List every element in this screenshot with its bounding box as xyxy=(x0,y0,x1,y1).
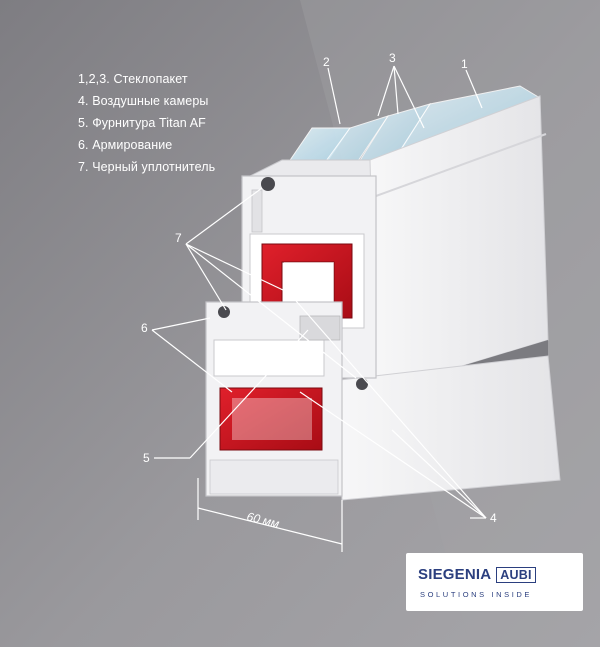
frame-seal-inner xyxy=(356,378,368,390)
callout-1: 1 xyxy=(461,57,468,71)
legend-item-hardware: 5. Фурнитура Titan AF xyxy=(78,116,206,130)
frame-inner-chamber xyxy=(232,398,312,440)
logo-tagline: SOLUTIONS INSIDE xyxy=(420,590,533,599)
frame-seal xyxy=(218,306,230,318)
leader-7a xyxy=(185,187,263,245)
sash-wall xyxy=(251,189,263,233)
leader-7b xyxy=(185,243,227,311)
frame-reinforcement xyxy=(219,387,323,451)
legend: 1,2,3. Стеклопакет 4. Воздушные камеры 5… xyxy=(78,68,215,178)
legend-item-reinforcement: 6. Армирование xyxy=(78,138,173,152)
sash-groove xyxy=(375,133,547,197)
legend-item-air-chambers: 4. Воздушные камеры xyxy=(78,94,209,108)
frame-chamber-top xyxy=(213,339,325,377)
callout-6: 6 xyxy=(141,321,148,335)
frame-section xyxy=(205,301,368,497)
legend-item-gasket: 7. Черный уплотнитель xyxy=(78,160,216,174)
leader-4a xyxy=(299,391,487,519)
leader-7d xyxy=(185,243,357,379)
leader-5 xyxy=(189,329,309,459)
callout-7: 7 xyxy=(175,231,182,245)
leader-3c xyxy=(393,65,425,129)
leader-4b xyxy=(391,429,487,519)
leader-3b xyxy=(393,65,399,115)
callout-4: 4 xyxy=(490,511,497,525)
dimension-bar xyxy=(197,507,343,545)
leader-2 xyxy=(327,67,341,125)
leader-3a xyxy=(377,65,395,117)
leader-7c xyxy=(185,243,305,301)
logo-brand-mark: AUBI xyxy=(496,567,536,583)
callout-3: 3 xyxy=(389,51,396,65)
leader-4c xyxy=(289,293,487,519)
leader-1 xyxy=(465,69,483,109)
leader-6a xyxy=(151,317,211,331)
frame-base xyxy=(209,459,339,495)
callout-2: 2 xyxy=(323,55,330,69)
legend-item-glass: 1,2,3. Стеклопакет xyxy=(78,72,188,86)
leader-lines xyxy=(151,65,487,519)
logo-brand-name: SIEGENIA xyxy=(418,566,492,583)
leader-6b xyxy=(151,329,233,393)
callout-5: 5 xyxy=(143,451,150,465)
dimension-line xyxy=(197,478,343,552)
sash-seal-top xyxy=(261,177,275,191)
